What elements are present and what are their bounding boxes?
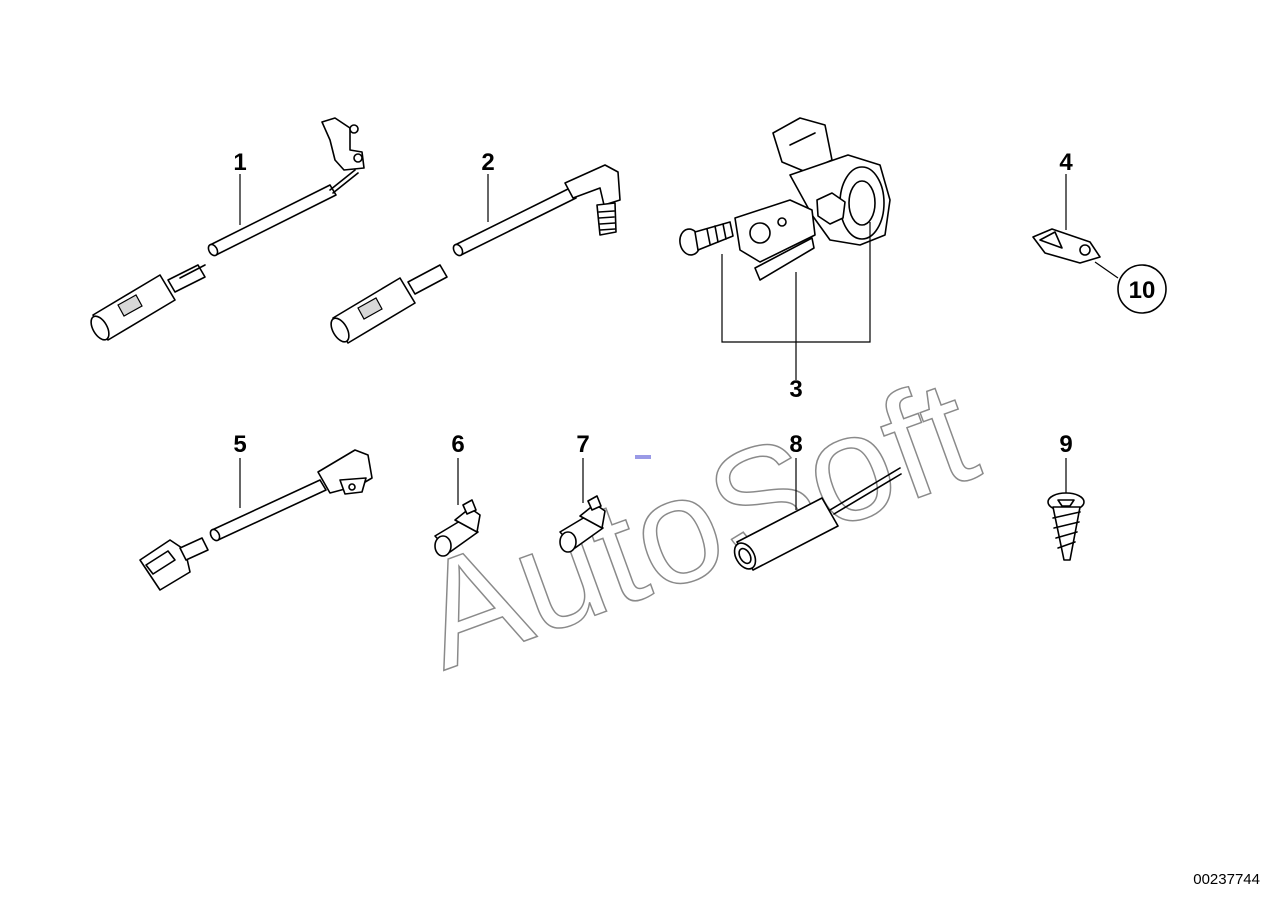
callout-4: 4 (1059, 149, 1073, 176)
callout-10-ring (1117, 264, 1167, 314)
part-6-switch[interactable] (434, 458, 481, 557)
watermark-mark (635, 455, 651, 459)
callout-6: 6 (451, 431, 464, 458)
callout-1: 1 (233, 149, 246, 176)
part-7-switch[interactable] (559, 458, 606, 553)
callout-7: 7 (576, 431, 589, 458)
part-8-sensor-probe[interactable] (730, 458, 902, 573)
part-1-sensor-cable[interactable] (87, 117, 365, 343)
callout-9: 9 (1059, 431, 1072, 458)
callout-5: 5 (233, 431, 246, 458)
part-5-angle-cable[interactable] (139, 449, 373, 591)
callout-8: 8 (789, 431, 802, 458)
part-9-screw[interactable] (1047, 458, 1085, 561)
callout-10: 10 (1129, 277, 1156, 304)
part-4-clip[interactable] (1032, 174, 1101, 264)
part-3-sensor-assembly[interactable] (678, 117, 891, 380)
watermark-text: AutoSoft (397, 346, 995, 701)
callout-2: 2 (481, 149, 494, 176)
part-2-elbow-cable[interactable] (327, 164, 621, 345)
leader-10 (1094, 261, 1119, 279)
callout-3: 3 (789, 376, 802, 403)
diagram-reference-number: 00237744 (1193, 871, 1260, 888)
